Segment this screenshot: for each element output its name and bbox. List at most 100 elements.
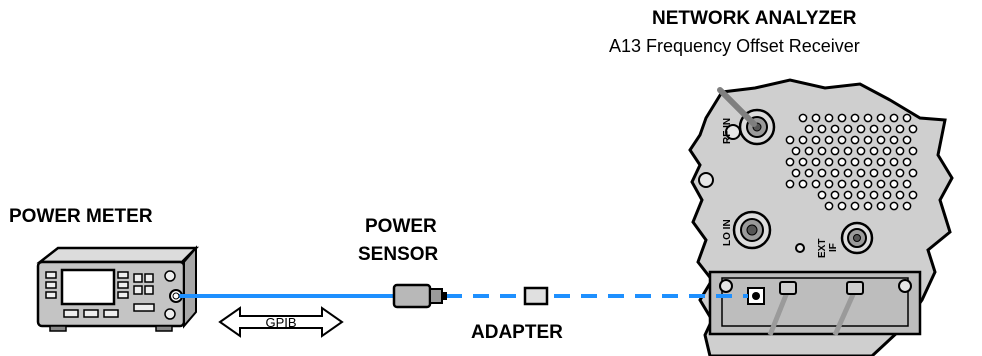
vent-hole (817, 146, 827, 156)
network-analyzer-panel: RF IN LO IN EXT IF (688, 78, 954, 356)
vent-hole (908, 124, 918, 134)
vent-hole (824, 201, 834, 211)
vent-hole (869, 146, 879, 156)
vent-hole (837, 179, 847, 189)
vent-hole (798, 113, 808, 123)
vent-hole (843, 124, 853, 134)
vent-hole (856, 168, 866, 178)
power-meter-top (36, 246, 200, 264)
lo-in-connector (732, 210, 772, 250)
vent-hole (908, 190, 918, 200)
panel-screw (698, 172, 714, 188)
vent-hole (889, 179, 899, 189)
vent-hole (811, 179, 821, 189)
power-meter-display (60, 268, 116, 306)
vent-hole (785, 157, 795, 167)
vent-hole (811, 135, 821, 145)
power-sensor-device (392, 283, 447, 309)
vent-hole (863, 201, 873, 211)
vent-hole (876, 157, 886, 167)
vent-hole (882, 124, 892, 134)
vent-hole (889, 135, 899, 145)
vent-hole (895, 146, 905, 156)
power-meter-button (133, 303, 155, 312)
vent-hole (830, 190, 840, 200)
analyzer-lower-plate-inner (721, 277, 909, 327)
vent-hole (850, 201, 860, 211)
vent-hole (837, 113, 847, 123)
vent-hole (804, 168, 814, 178)
rf-in-connector (717, 87, 776, 146)
power-meter-button (63, 309, 79, 318)
rf-in-label: RF IN (722, 118, 733, 144)
vent-hole (804, 124, 814, 134)
vent-hole (908, 146, 918, 156)
panel-screw (795, 243, 805, 253)
vent-hole (817, 190, 827, 200)
vent-hole (908, 168, 918, 178)
vent-hole (804, 146, 814, 156)
power-sensor-label-line1: POWER (365, 216, 437, 237)
power-meter-button (117, 291, 129, 299)
power-meter-foot (155, 325, 173, 332)
vent-hole (869, 124, 879, 134)
analyzer-title: NETWORK ANALYZER (652, 8, 857, 29)
vent-hole (876, 179, 886, 189)
vent-hole (791, 146, 801, 156)
internal-cable-jumpers (767, 281, 864, 337)
analyzer-subtitle: A13 Frequency Offset Receiver (609, 36, 860, 56)
vent-hole (902, 179, 912, 189)
vent-hole (882, 190, 892, 200)
adapter-label: ADAPTER (471, 322, 563, 343)
vent-hole (882, 168, 892, 178)
power-meter-knob (164, 308, 176, 320)
analyzer-input-terminal (747, 287, 765, 305)
vent-hole (811, 157, 821, 167)
vent-hole (837, 135, 847, 145)
vent-hole (869, 190, 879, 200)
vent-hole (895, 168, 905, 178)
power-meter-label: POWER METER (9, 206, 153, 227)
power-meter-button (144, 273, 154, 283)
vent-hole (837, 157, 847, 167)
vent-hole (889, 113, 899, 123)
power-meter-knob (164, 270, 176, 282)
lo-in-label: LO IN (722, 219, 733, 246)
vent-hole (902, 157, 912, 167)
vent-hole (902, 113, 912, 123)
power-meter-button (83, 309, 99, 318)
gpib-label: GPIB (265, 315, 296, 330)
vent-hole (882, 146, 892, 156)
vent-hole (876, 135, 886, 145)
vent-hole (850, 179, 860, 189)
cable-end-dot (172, 292, 180, 300)
vent-hole (856, 146, 866, 156)
vent-hole (817, 168, 827, 178)
vent-hole (837, 201, 847, 211)
vent-hole (876, 201, 886, 211)
vent-hole (798, 157, 808, 167)
vent-hole (895, 124, 905, 134)
vent-hole (824, 135, 834, 145)
power-meter-device (36, 245, 200, 332)
adapter-device (523, 286, 549, 306)
vent-hole (830, 146, 840, 156)
vent-hole (817, 124, 827, 134)
power-meter-button (103, 309, 119, 318)
vent-hole (889, 201, 899, 211)
vent-hole (895, 190, 905, 200)
vent-hole (850, 157, 860, 167)
vent-hole (876, 113, 886, 123)
power-meter-button (45, 271, 57, 279)
power-meter-button (45, 291, 57, 299)
vent-hole (863, 113, 873, 123)
power-meter-foot (49, 325, 67, 332)
vent-hole (856, 124, 866, 134)
power-meter-button (144, 285, 154, 295)
vent-hole (798, 179, 808, 189)
gpib-double-arrow: GPIB (218, 306, 344, 338)
vent-hole (889, 157, 899, 167)
analyzer-lower-plate (708, 270, 922, 336)
vent-hole (830, 124, 840, 134)
vent-hole (843, 168, 853, 178)
